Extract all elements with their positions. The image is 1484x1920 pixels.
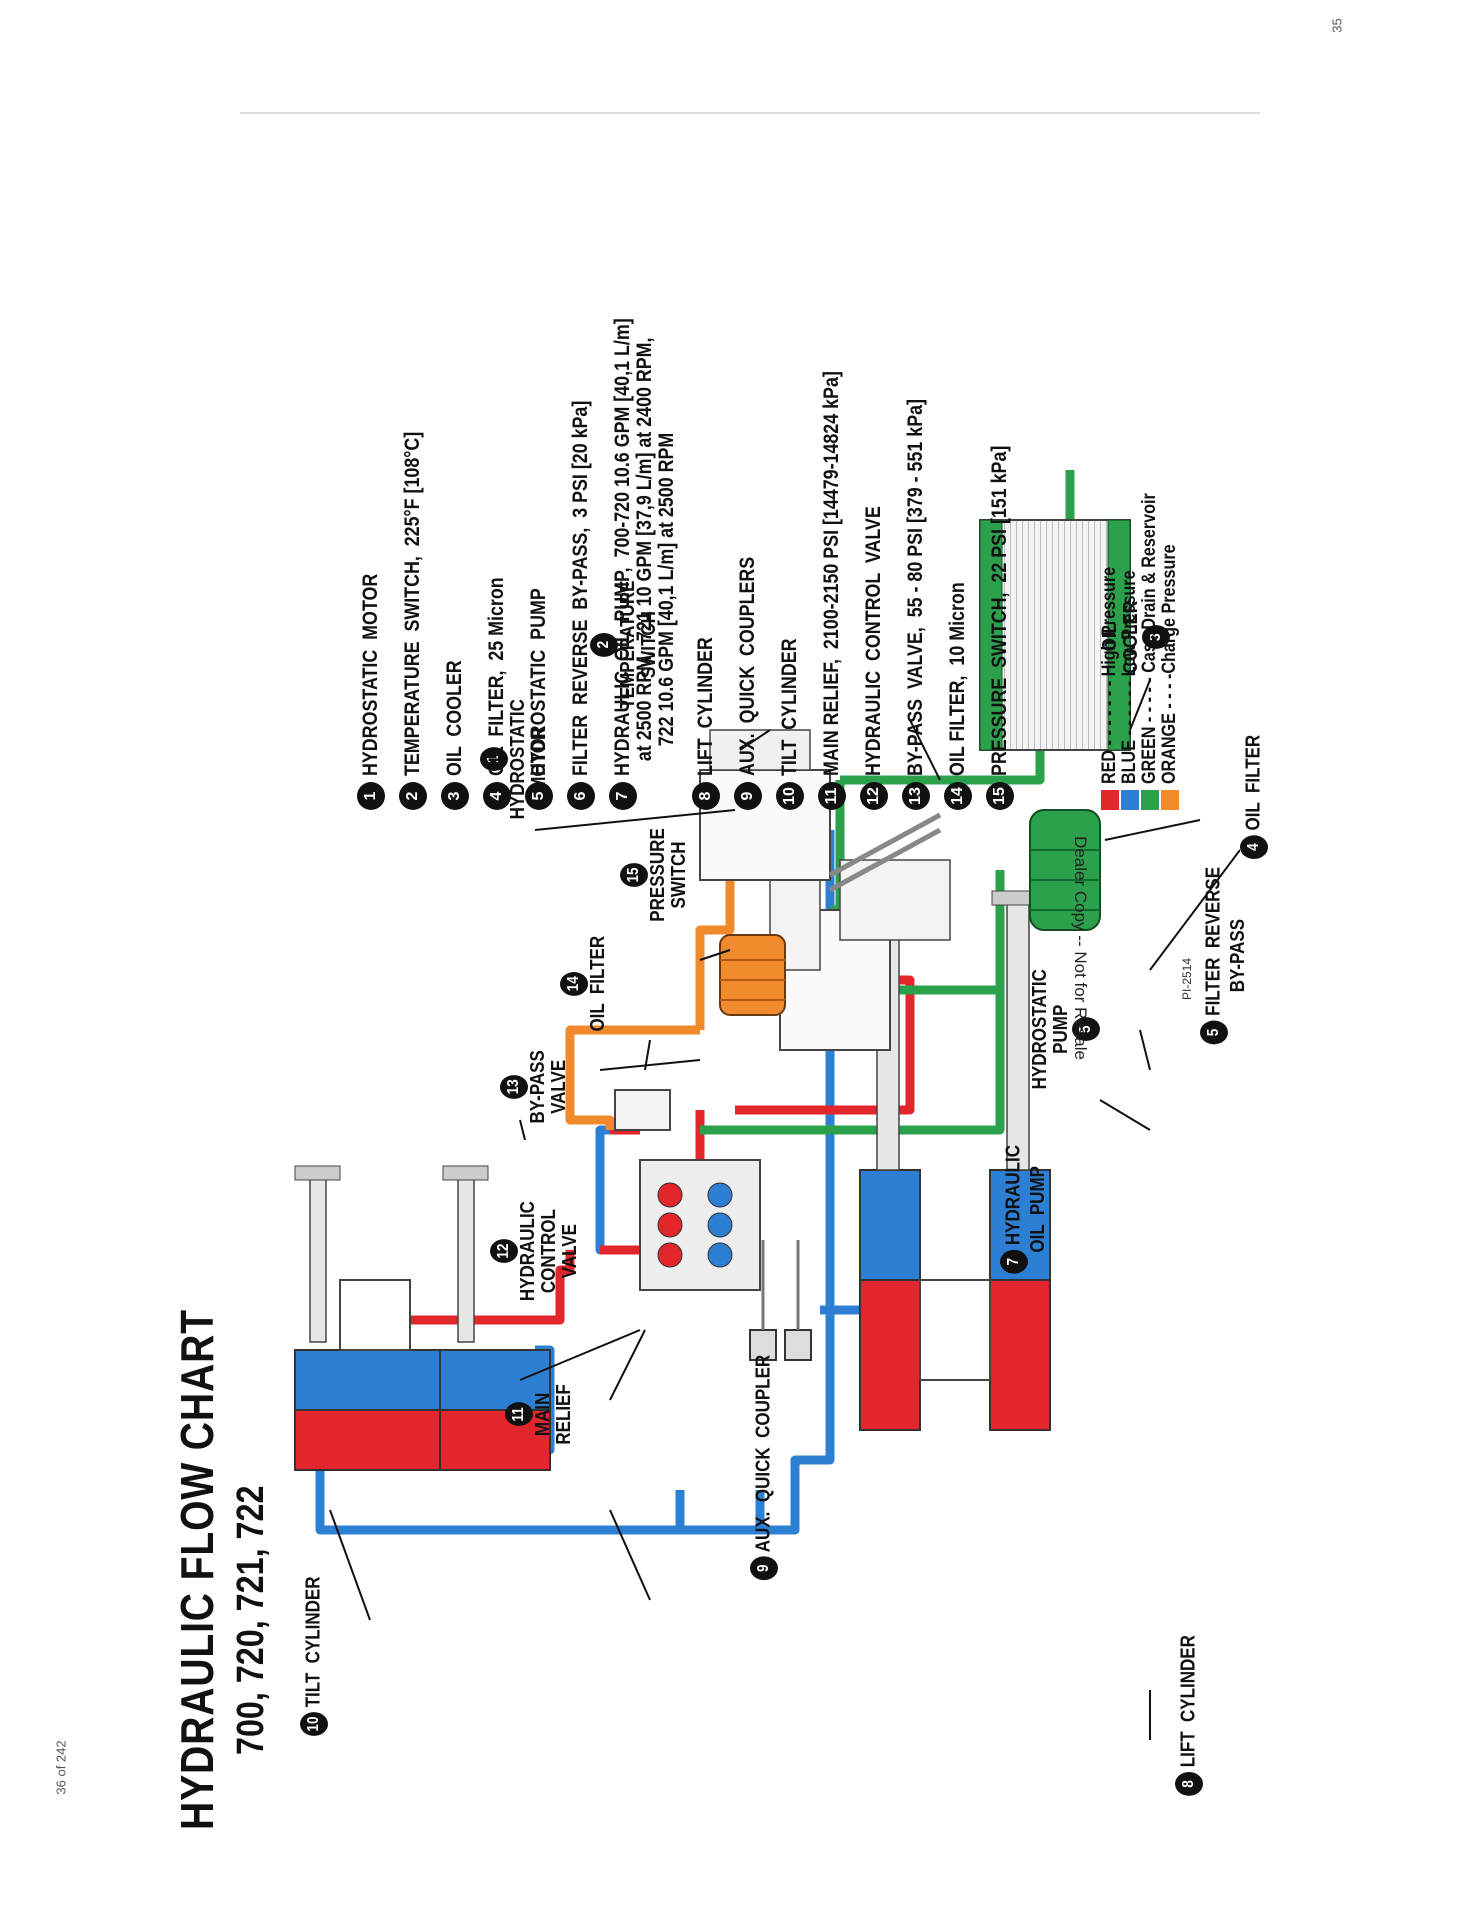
lift-cylinder [859, 890, 1051, 1431]
charge-pressure-lines [565, 850, 735, 1130]
hydrostatic-pump [614, 859, 951, 1131]
legend-item-blue: BLUE - - - - - - Low Pressure [1119, 442, 1140, 810]
legend-item-green: GREEN - - - - - Case Drain & Reservoir [1139, 442, 1160, 810]
sheet-number: 35 [1329, 18, 1345, 33]
legend-item-red: RED - - - - - - - High Pressure [1099, 442, 1120, 810]
legend-item-orange: ORANGE - - - -Charge Pressure [1159, 442, 1180, 810]
legend-swatch [1101, 790, 1119, 810]
legend-swatch [1141, 790, 1159, 810]
oil-cooler [979, 519, 1131, 751]
page-of-total: 36 of 242 [53, 1740, 69, 1795]
hydraulic-schematic [294, 470, 1240, 1740]
watermark: Dealer Copy -- Not for Resale [1071, 836, 1090, 1060]
legend-swatch [1121, 790, 1139, 810]
callout-oil-filter: 4 OIL FILTER [1240, 735, 1268, 860]
quick-coupler [749, 1240, 812, 1361]
return-oil-filter [1029, 809, 1101, 931]
callout-hydraulic-oil-pump: 7 HYDRAULIC OIL PUMP [1000, 1145, 1049, 1274]
charge-oil-filter [719, 934, 786, 1016]
top-rule [240, 112, 1260, 114]
callout-filter-reverse-bypass: 5 FILTER REVERSE BY-PASS [1200, 867, 1249, 1045]
chart-models: 700, 720, 721, 722 [230, 1485, 272, 1755]
diagram-stage: HYDRAULIC FLOW CHART 700, 720, 721, 722 … [140, 110, 1268, 1830]
leader-lines [329, 679, 1240, 1740]
hydraulic-control-valve [639, 1159, 761, 1291]
color-legend: RED - - - - - - - High Pressure BLUE - -… [1099, 442, 1180, 810]
callout-tilt-cylinder: 10 TILT CYLINDER [300, 1576, 328, 1736]
callout-quick-coupler: 9 AUX. QUICK COUPLER [750, 1355, 778, 1581]
tilt-cylinder [294, 1165, 551, 1471]
legend-swatch [1161, 790, 1179, 810]
drawing-number: PI-2514 [1180, 957, 1194, 1000]
hydrostatic-motor [699, 729, 942, 893]
chart-title: HYDRAULIC FLOW CHART [171, 1309, 223, 1830]
callout-lift-cylinder: 8 LIFT CYLINDER [1175, 1635, 1203, 1796]
